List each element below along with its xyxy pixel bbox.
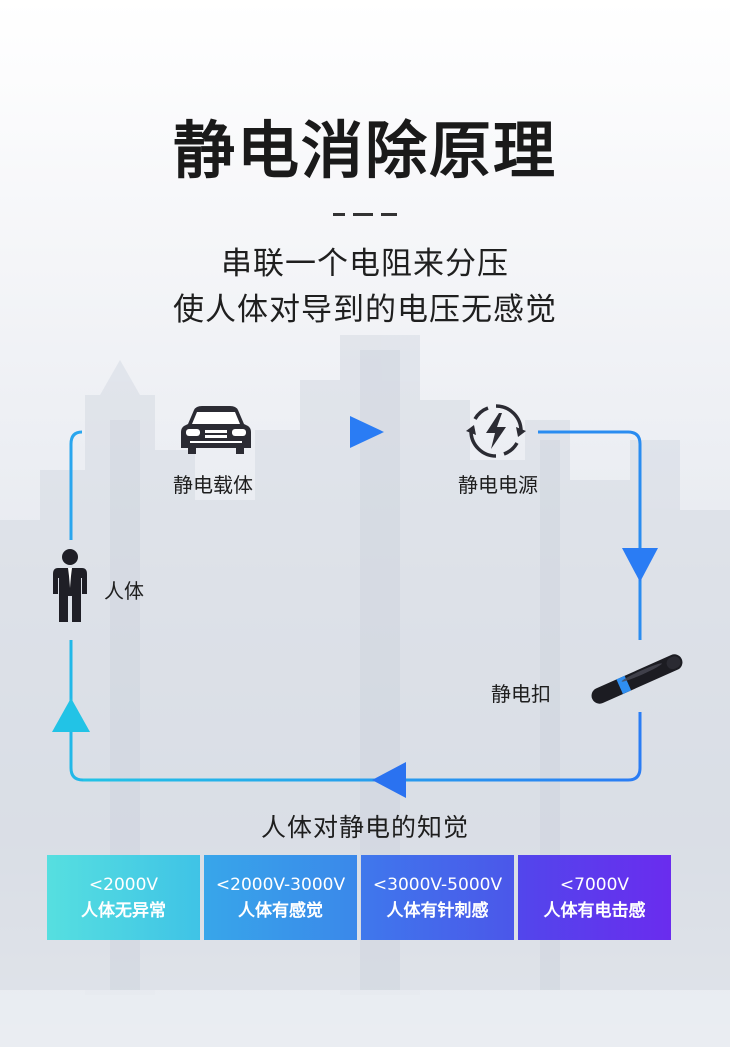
node-label-carrier: 静电载体 xyxy=(173,473,253,497)
arrow-top-right xyxy=(350,416,384,448)
level-description: 人体有电击感 xyxy=(543,900,646,921)
page-title: 静电消除原理 xyxy=(172,114,557,187)
level-voltage: <3000V-5000V xyxy=(372,874,503,895)
static-buckle-icon xyxy=(591,654,683,704)
loop-left-bottom xyxy=(69,640,84,782)
arrow-right-down xyxy=(622,548,658,582)
level-voltage: <2000V xyxy=(88,874,159,895)
node-label-buckle: 静电扣 xyxy=(491,682,551,706)
lightning-cycle-icon xyxy=(466,404,526,458)
arrow-left-up xyxy=(52,698,90,732)
level-description: 人体无异常 xyxy=(81,900,166,921)
perception-title: 人体对静电的知觉 xyxy=(260,813,469,842)
level-card-1: <2000V 人体无异常 xyxy=(47,855,200,940)
perception-levels: <2000V 人体无异常 <2000V-3000V 人体有感觉 <3000V-5… xyxy=(47,855,671,940)
car-icon xyxy=(181,406,251,454)
node-label-human: 人体 xyxy=(104,579,144,603)
title-divider xyxy=(333,213,397,216)
node-label-source: 静电电源 xyxy=(458,473,538,497)
level-description: 人体有针刺感 xyxy=(386,900,489,921)
subtitle-line-2: 使人体对导到的电压无感觉 xyxy=(173,292,557,328)
loop-right-bottom xyxy=(83,712,642,782)
level-voltage: <7000V xyxy=(559,874,630,895)
level-description: 人体有感觉 xyxy=(238,900,323,921)
subtitle-line-1: 串联一个电阻来分压 xyxy=(221,246,509,282)
person-icon xyxy=(53,549,87,622)
level-card-2: <2000V-3000V 人体有感觉 xyxy=(204,855,357,940)
arrow-bottom-left xyxy=(372,762,406,798)
loop-left-top xyxy=(69,430,83,540)
level-voltage: <2000V-3000V xyxy=(215,874,346,895)
level-card-4: <7000V 人体有电击感 xyxy=(518,855,671,940)
level-card-3: <3000V-5000V 人体有针刺感 xyxy=(361,855,514,940)
loop-top-right xyxy=(538,430,642,640)
